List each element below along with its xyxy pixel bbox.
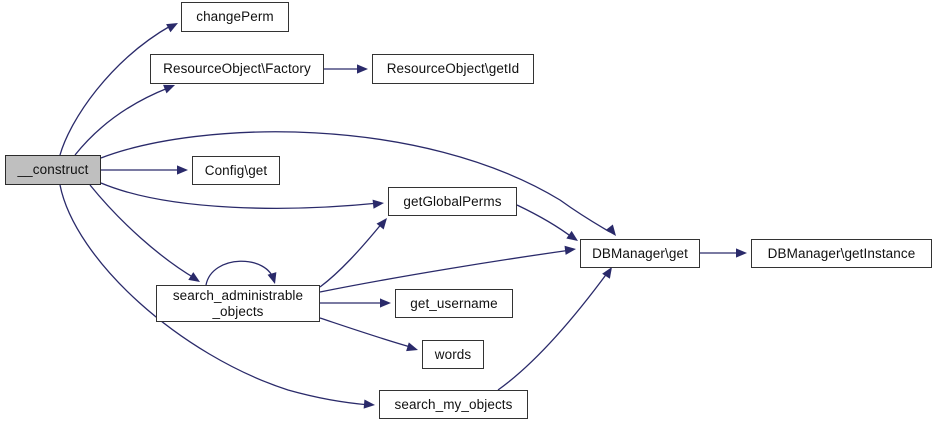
head-getId-arrowhead-icon xyxy=(357,64,368,74)
head-self-loop-arrowhead-icon xyxy=(267,272,277,284)
head-getusername-arrowhead-icon xyxy=(380,298,391,308)
head-dbget-admin-arrowhead-icon xyxy=(564,245,576,255)
head-getGlobalPerms-arrowhead-icon xyxy=(372,199,384,209)
head-searchmy-arrowhead-icon xyxy=(363,399,375,409)
edge-searchadmin-getGlobal xyxy=(319,221,384,288)
head-dbget-my-arrowhead-icon xyxy=(602,267,612,279)
edge-construct-factory xyxy=(74,87,169,156)
graph-node-construct[interactable]: __construct xyxy=(5,155,101,185)
graph-node-getId[interactable]: ResourceObject\getId xyxy=(372,54,534,84)
head-dbget-perms-arrowhead-icon xyxy=(566,230,578,241)
graph-node-changePerm[interactable]: changePerm xyxy=(181,2,289,32)
edge-construct-dbget xyxy=(100,131,611,233)
graph-node-configget[interactable]: Config\get xyxy=(192,156,280,185)
edge-searchadmin-words xyxy=(319,317,415,349)
graph-node-getGlobalPerms[interactable]: getGlobalPerms xyxy=(388,187,517,216)
head-searchadmin-arrowhead-icon xyxy=(188,272,200,282)
edge-getGlobalPerms-dbget xyxy=(516,204,574,239)
edge-construct-changePerm xyxy=(59,24,173,156)
head-factory-arrowhead-icon xyxy=(163,84,175,94)
edge-construct-searchmy xyxy=(59,184,371,406)
edge-searchadmin-dbget xyxy=(319,249,572,293)
head-words-arrowhead-icon xyxy=(406,342,418,352)
edge-construct-getGlobalPerms xyxy=(100,182,380,209)
head-getGlobal-2-arrowhead-icon xyxy=(376,218,387,230)
head-dbget-arc-arrowhead-icon xyxy=(605,224,616,236)
graph-node-dbget[interactable]: DBManager\get xyxy=(580,239,700,268)
graph-node-words[interactable]: words xyxy=(422,340,484,369)
graph-node-dbinstance[interactable]: DBManager\getInstance xyxy=(751,239,932,268)
head-dbinstance-arrowhead-icon xyxy=(736,248,747,258)
graph-node-factory[interactable]: ResourceObject\Factory xyxy=(150,54,324,84)
head-changePerm-arrowhead-icon xyxy=(166,23,178,33)
graph-node-searchadmin[interactable]: search_administrable _objects xyxy=(156,285,320,322)
edge-searchmy-dbget xyxy=(497,271,609,391)
graph-node-searchmy[interactable]: search_my_objects xyxy=(379,390,528,419)
edge-searchadmin-self xyxy=(205,260,275,286)
edge-construct-searchadmin xyxy=(89,184,197,280)
graph-node-getusername[interactable]: get_username xyxy=(395,289,513,318)
head-configget-arrowhead-icon xyxy=(177,165,188,175)
